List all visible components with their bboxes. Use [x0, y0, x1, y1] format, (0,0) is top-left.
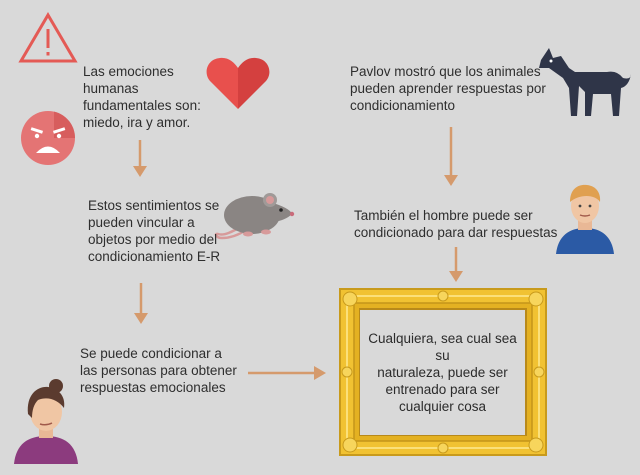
warning-icon — [18, 12, 78, 63]
heart-icon — [206, 57, 270, 109]
emotions-text: Las emociones humanas fundamentales son:… — [83, 64, 201, 130]
man-avatar-icon — [556, 184, 614, 254]
frame-text: Cualquiera, sea cual sea su naturaleza, … — [360, 310, 525, 435]
arrow-down-2 — [134, 283, 148, 324]
arrow-down-4 — [449, 247, 463, 282]
feelings-text: Estos sentimientos se pueden vincular a … — [88, 198, 221, 264]
man-text: También el hombre puede ser condicionado… — [354, 208, 558, 240]
mouse-icon — [214, 193, 295, 240]
pavlov-text: Pavlov mostró que los animales pueden ap… — [350, 64, 546, 113]
arrow-down-3 — [444, 127, 458, 186]
angry-face-icon — [21, 111, 76, 165]
woman-avatar-icon — [14, 379, 78, 464]
arrow-down-1 — [133, 140, 147, 177]
dog-icon — [539, 48, 631, 116]
arrow-right — [248, 366, 326, 380]
people-text: Se puede condicionar a las personas para… — [80, 346, 237, 395]
